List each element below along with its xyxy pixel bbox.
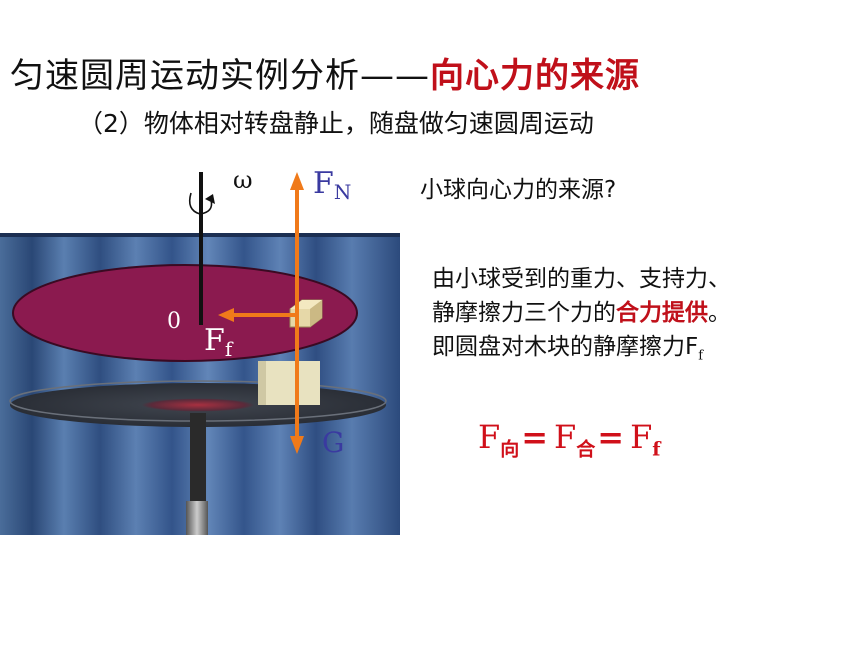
- question-text: 小球向心力的来源?: [420, 177, 617, 203]
- title-main: 匀速圆周运动实例分析——: [10, 56, 430, 96]
- explanation-highlight: 合力提供: [616, 300, 708, 326]
- explanation-line-3: 即圆盘对木块的静摩擦力Ff: [432, 334, 704, 364]
- omega-label: ω: [233, 166, 253, 194]
- turntable-photo: [0, 233, 400, 535]
- rotation-arrow-icon: [188, 192, 213, 215]
- slide-subtitle: （2）物体相对转盘静止，随盘做匀速圆周运动: [78, 109, 594, 138]
- force-formula: F向=F合=Ff: [478, 418, 661, 461]
- fn-label: FN: [313, 166, 351, 204]
- title-highlight: 向心力的来源: [430, 56, 640, 96]
- explanation-line-2: 静摩擦力三个力的合力提供。: [432, 300, 731, 326]
- explanation-line-1: 由小球受到的重力、支持力、: [432, 266, 731, 292]
- explanation-text: 由小球受到的重力、支持力、 静摩擦力三个力的合力提供。 即圆盘对木块的静摩擦力F…: [432, 262, 731, 374]
- slide-title: 匀速圆周运动实例分析——向心力的来源: [10, 48, 640, 97]
